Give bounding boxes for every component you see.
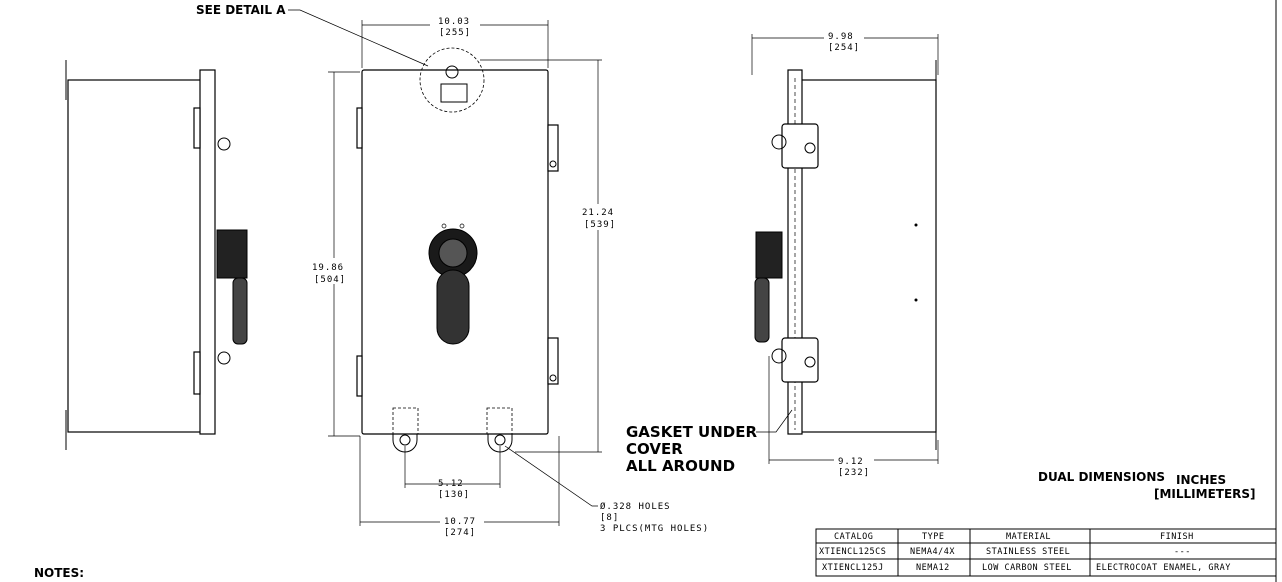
dual-dimensions-label: DUAL DIMENSIONS <box>1038 470 1165 484</box>
right-side-view <box>754 60 937 450</box>
gasket-callout-line3: ALL AROUND <box>626 457 735 475</box>
hole-quantity-label: 3 PLCS(MTG HOLES) <box>600 524 709 534</box>
mount-width-label: 10.77 <box>444 517 476 527</box>
table-row2-catalog: XTIENCL125J <box>822 563 884 573</box>
hole-diameter-mm-label: [8] <box>600 513 619 523</box>
hole-spacing-label: 5.12 <box>438 479 464 489</box>
side-depth-mm-label: [254] <box>828 43 860 53</box>
front-width-label: 10.03 <box>438 17 470 27</box>
units-inches-label: INCHES <box>1176 473 1226 487</box>
notes-heading: NOTES: <box>34 566 84 580</box>
mount-width-mm-label: [274] <box>444 528 476 538</box>
front-view <box>356 47 559 453</box>
spec-table <box>815 528 1277 577</box>
overall-height-label: 21.24 <box>582 208 614 218</box>
left-side-view <box>65 60 248 450</box>
side-body-mm-label: [232] <box>838 468 870 478</box>
table-row2-type: NEMA12 <box>916 563 950 573</box>
side-body-label: 9.12 <box>838 457 864 467</box>
table-row1-finish: --- <box>1174 547 1191 557</box>
gasket-callout-line1: GASKET UNDER <box>626 423 757 441</box>
table-header-finish: FINISH <box>1160 532 1194 542</box>
table-header-catalog: CATALOG <box>834 532 873 542</box>
gasket-callout-line2: COVER <box>626 440 683 458</box>
table-row2-finish: ELECTROCOAT ENAMEL, GRAY <box>1096 563 1231 573</box>
front-width-mm-label: [255] <box>439 28 471 38</box>
table-header-type: TYPE <box>922 532 944 542</box>
table-row1-material: STAINLESS STEEL <box>986 547 1070 557</box>
front-height-label: 19.86 <box>312 263 344 273</box>
overall-height-mm-label: [539] <box>584 220 616 230</box>
table-row1-type: NEMA4/4X <box>910 547 955 557</box>
side-depth-label: 9.98 <box>828 32 854 42</box>
units-millimeters-label: [MILLIMETERS] <box>1154 487 1256 501</box>
dimension-lines <box>288 9 939 526</box>
see-detail-callout: SEE DETAIL A <box>196 3 286 17</box>
table-header-material: MATERIAL <box>1006 532 1051 542</box>
front-height-mm-label: [504] <box>314 275 346 285</box>
hole-diameter-label: Ø.328 HOLES <box>600 501 671 512</box>
hole-spacing-mm-label: [130] <box>438 490 470 500</box>
table-row1-catalog: XTIENCL125CS <box>819 547 886 557</box>
table-row2-material: LOW CARBON STEEL <box>982 563 1072 573</box>
